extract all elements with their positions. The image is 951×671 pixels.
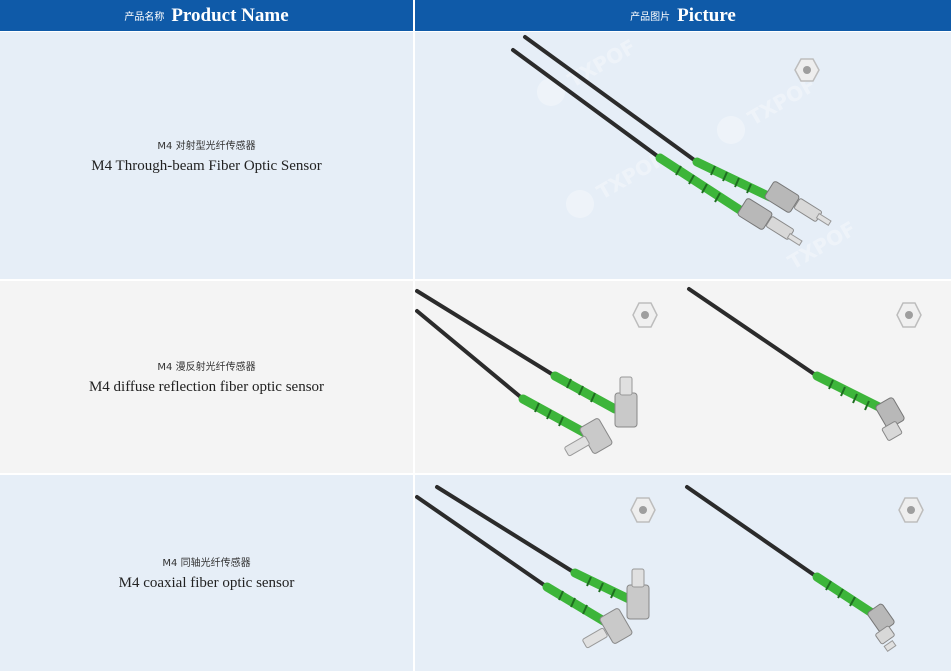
header-picture: 产品图片 Picture [415,0,951,31]
header-picture-en: Picture [677,4,736,26]
row-2-name-zh: M4 漫反射光纤传感器 [157,362,256,373]
row-1-name-en: M4 Through-beam Fiber Optic Sensor [91,157,322,174]
coaxial-sensor-image [415,475,951,671]
row-2-name-cell: M4 漫反射光纤传感器 M4 diffuse reflection fiber … [0,281,413,473]
header-name-en: Product Name [171,4,289,26]
row-3-name-zh: M4 同轴光纤传感器 [162,558,251,569]
header-product-name: 产品名称 Product Name [0,0,413,31]
row-1-name-cell: M4 对射型光纤传感器 M4 Through-beam Fiber Optic … [0,32,413,279]
through-beam-sensor-image: TXPOF TXPOF TXPOF TXPOF [415,32,951,279]
diffuse-reflection-sensor-image [415,281,951,473]
row-2-name-en: M4 diffuse reflection fiber optic sensor [88,379,325,395]
watermark-text: TXPOF [784,216,860,274]
row-3-name-en: M4 coaxial fiber optic sensor [118,575,295,591]
header-picture-zh: 产品图片 [630,12,671,23]
row-1-name-zh: M4 对射型光纤传感器 [157,140,256,152]
watermark-text: TXPOF [564,34,640,92]
row-3-name-cell: M4 同轴光纤传感器 M4 coaxial fiber optic sensor [0,475,413,671]
header-name-zh: 产品名称 [124,12,165,23]
